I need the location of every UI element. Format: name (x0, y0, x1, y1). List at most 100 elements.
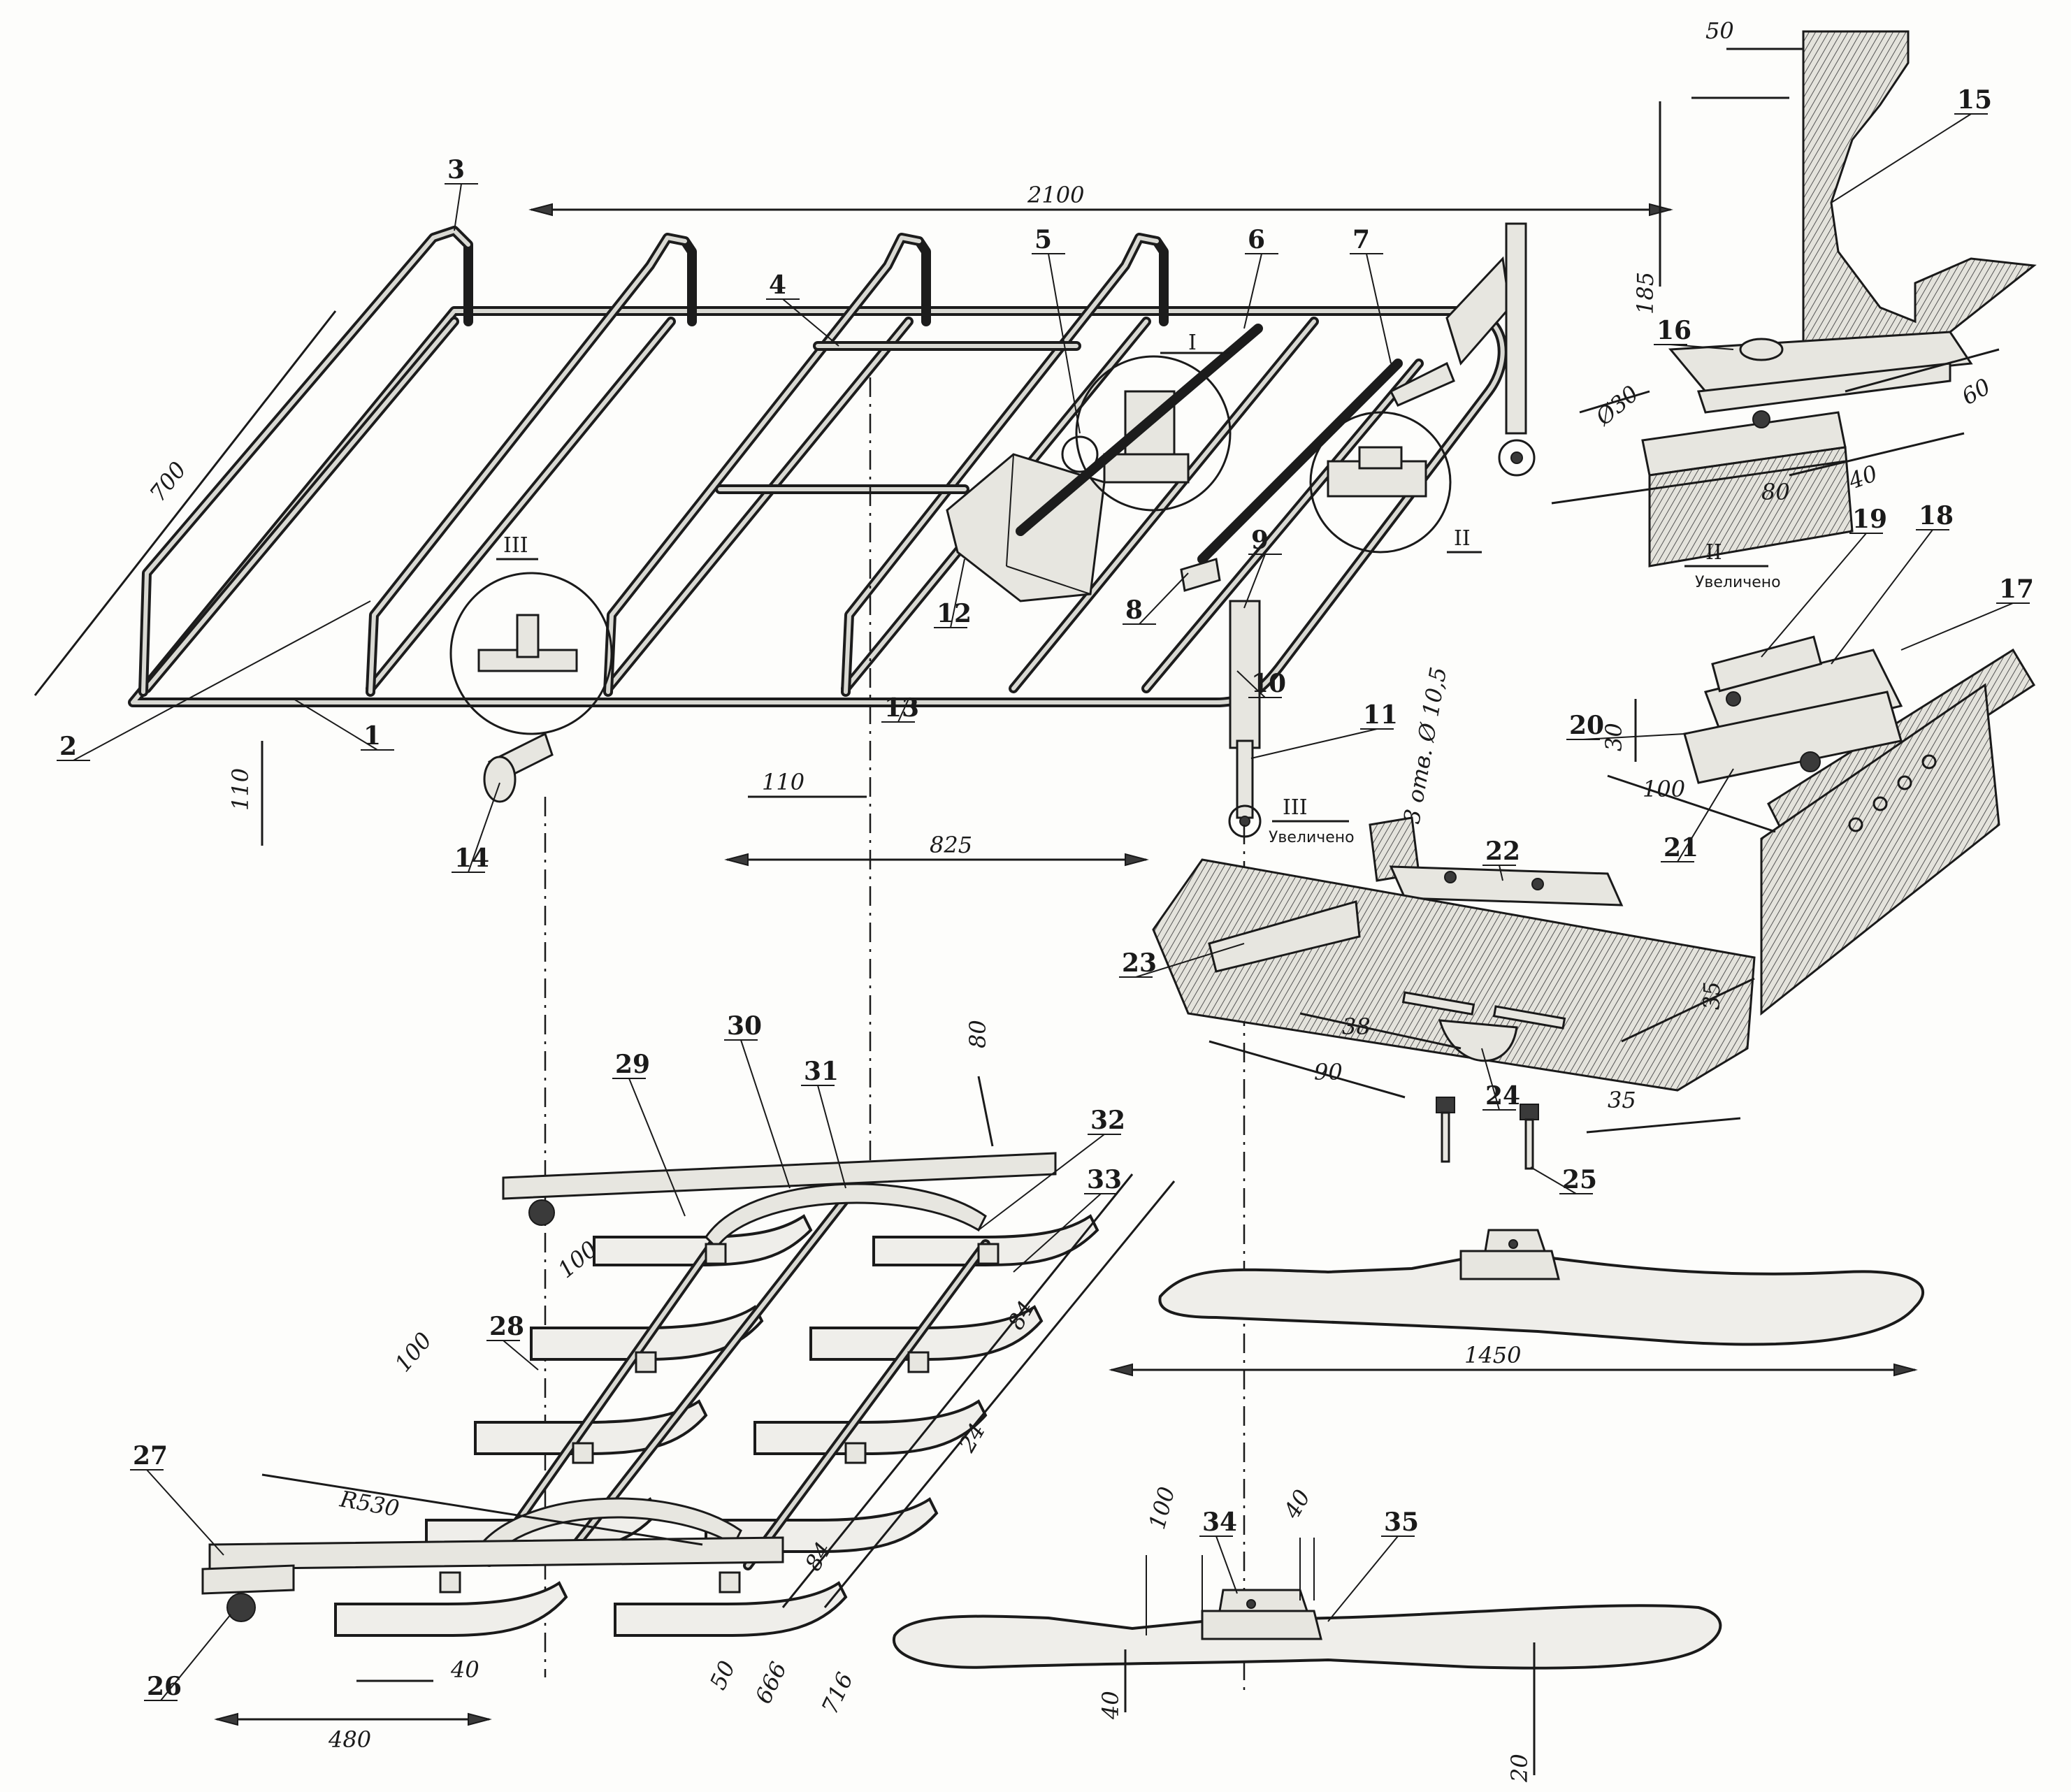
dim-80-sub: 80 (965, 1020, 991, 1048)
callout-32: 32 (1090, 1106, 1125, 1135)
view-II-caption: Увеличено (1695, 574, 1781, 591)
view-III-caption: Увеличено (1269, 829, 1355, 846)
callout-leader-28 (486, 1340, 539, 1371)
callout-leader-24 (1481, 1048, 1516, 1111)
callout-25: 25 (1562, 1165, 1597, 1194)
callout-leader-1 (293, 698, 394, 751)
callout-10: 10 (1251, 669, 1286, 698)
dim-716: 716 (816, 1668, 858, 1718)
callout-22: 22 (1485, 837, 1520, 866)
dim-50-sub: 50 (705, 1656, 741, 1693)
callout-18: 18 (1919, 501, 1954, 530)
mark-III: III (503, 533, 528, 558)
callout-33: 33 (1087, 1165, 1122, 1194)
callout-leader-19 (1761, 533, 1883, 658)
callout-leader-12 (934, 558, 967, 628)
callout-leader-16 (1654, 344, 1734, 350)
dim-825: 825 (930, 832, 972, 858)
dim-20: 20 (1506, 1754, 1533, 1783)
callout-5: 5 (1034, 225, 1052, 254)
dim-50: 50 (1705, 17, 1734, 44)
callout-27: 27 (133, 1441, 168, 1471)
callout-leader-23 (1119, 943, 1245, 978)
callout-19: 19 (1852, 505, 1887, 534)
dim-dia30: Ø30 (1590, 380, 1643, 431)
view-II-num: II (1705, 540, 1722, 565)
ski-bottom: 100 40 40 20 (892, 1484, 1722, 1783)
callout-leader-14 (452, 782, 500, 873)
callout-17: 17 (1999, 575, 2034, 604)
callout-leader-33 (1013, 1193, 1118, 1273)
callout-12: 12 (937, 599, 972, 628)
callout-29: 29 (615, 1050, 650, 1079)
dim-38: 38 (1342, 1013, 1371, 1040)
callout-21: 21 (1664, 833, 1698, 862)
callout-leader-22 (1482, 865, 1516, 881)
callout-15: 15 (1957, 85, 1992, 115)
dim-480: 480 (328, 1726, 371, 1753)
callout-9: 9 (1251, 526, 1269, 555)
callout-leader-8 (1123, 572, 1189, 625)
detail-clamp: 30 100 (1601, 635, 2036, 1016)
callout-23: 23 (1122, 948, 1157, 978)
callout-leader-5 (1032, 253, 1081, 434)
callout-leader-10 (1236, 670, 1282, 698)
callout-34: 34 (1202, 1508, 1237, 1537)
bolt-holes (1848, 754, 1937, 832)
callout-3: 3 (447, 155, 465, 185)
dim-185: 185 (1632, 272, 1659, 315)
dim-35-vert: 35 (1698, 981, 1725, 1010)
dim-110-center: 110 (762, 769, 804, 795)
callout-leader-29 (612, 1078, 686, 1217)
dim-700: 700 (144, 456, 192, 507)
callout-28: 28 (489, 1312, 524, 1341)
callout-leader-32 (978, 1134, 1121, 1231)
callout-leader-35 (1327, 1536, 1415, 1622)
mark-I: I (1188, 331, 1197, 355)
ski-subframe: R530 480 40 80 100 100 84 24 84 50 666 7… (201, 1020, 1176, 1753)
callout-30: 30 (727, 1011, 762, 1041)
callout-leader-15 (1831, 113, 1988, 203)
callout-leader-2 (57, 600, 371, 761)
dim-40: 40 (1845, 460, 1881, 495)
callout-24: 24 (1485, 1081, 1520, 1111)
callout-leader-18 (1831, 529, 1949, 665)
callout-leader-3 (445, 183, 478, 231)
callout-leader-4 (766, 298, 839, 347)
callout-2: 2 (59, 732, 77, 761)
callout-1: 1 (363, 721, 381, 751)
main-frame (128, 222, 1536, 838)
dim-60: 60 (1957, 373, 1995, 410)
callout-20: 20 (1569, 711, 1604, 740)
main-frame-dims: 2100 700 110 110 825 (34, 182, 1673, 1691)
view-III-num: III (1283, 795, 1308, 820)
callout-leader-6 (1243, 253, 1278, 329)
dim-100-sub-b: 100 (389, 1327, 437, 1377)
callout-35: 35 (1384, 1508, 1419, 1537)
dim-35-horiz: 35 (1608, 1087, 1636, 1113)
callout-leader-17 (1900, 602, 2030, 651)
callout-leader-30 (724, 1039, 791, 1189)
callout-13: 13 (884, 693, 919, 723)
callout-leader-34 (1199, 1536, 1238, 1594)
callout-leader-20 (1566, 733, 1685, 740)
detail-III: 90 38 35 35 3 отв. Ø 10,5 III Увеличено (1152, 665, 1756, 1170)
dim-100-clamp: 100 (1643, 776, 1685, 802)
callout-leader-7 (1350, 253, 1392, 364)
callout-leader-27 (130, 1469, 224, 1556)
dim-100-ski: 100 (1143, 1484, 1181, 1532)
callout-6: 6 (1248, 225, 1265, 254)
dim-2100: 2100 (1027, 182, 1084, 208)
dim-40-ski-bottom: 40 (1097, 1691, 1124, 1720)
callout-leader-11 (1250, 728, 1394, 759)
note-holes: 3 отв. Ø 10,5 (1398, 665, 1452, 825)
callout-7: 7 (1352, 225, 1370, 254)
dim-90: 90 (1314, 1059, 1343, 1085)
callout-leader-9 (1243, 554, 1282, 609)
dim-40-sub: 40 (450, 1656, 479, 1683)
callout-leader-25 (1530, 1166, 1593, 1194)
callout-26: 26 (147, 1672, 182, 1701)
callout-leader-13 (881, 698, 915, 723)
